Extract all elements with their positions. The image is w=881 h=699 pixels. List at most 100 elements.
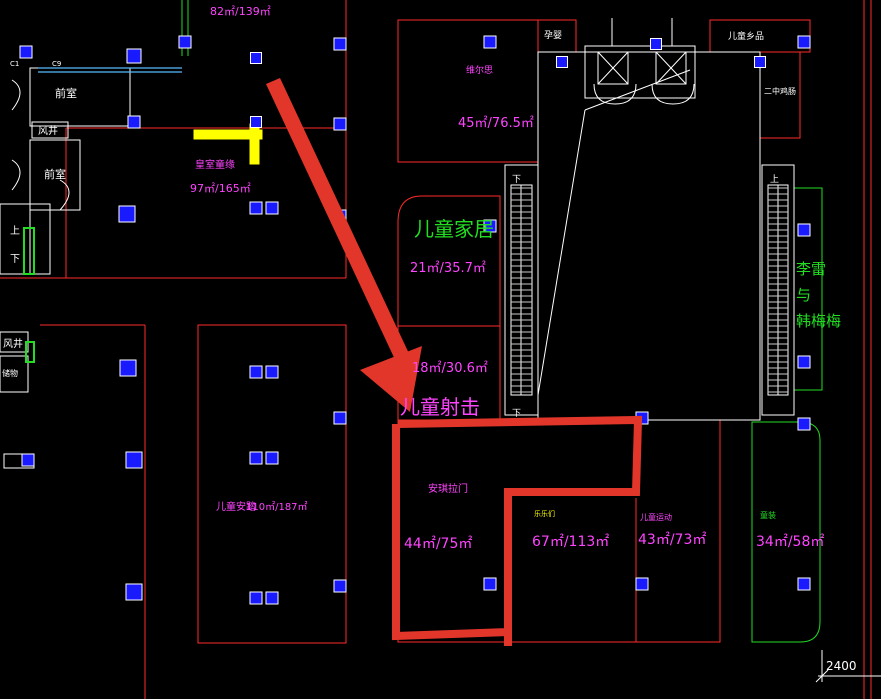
- stair-label: 上: [10, 225, 20, 237]
- atrium-diagonal: [537, 109, 586, 396]
- dimension-tick: [815, 669, 829, 683]
- room-name-huangshi: 皇室童缘: [195, 158, 235, 171]
- door-tag-a: C1: [10, 60, 19, 68]
- arrow-shaft: [266, 78, 412, 366]
- front-room-box-b: [29, 139, 81, 211]
- room-name-anta: 儿童安踏: [216, 500, 256, 513]
- equipment-marker: [249, 591, 263, 605]
- equipment-marker: [119, 359, 137, 377]
- green-fixture: [23, 227, 35, 275]
- equipment-markers: [19, 35, 811, 605]
- door-swing: [11, 159, 21, 191]
- shop-label-a: 儿童乡品: [728, 30, 764, 42]
- escalator-label-down-b: 下: [512, 409, 521, 419]
- small-room-label: 孕婴: [544, 30, 562, 41]
- arrow-head: [360, 346, 422, 412]
- equipment-marker: [333, 37, 347, 51]
- equipment-marker: [249, 201, 263, 215]
- lilei-label-3: 韩梅梅: [796, 312, 841, 330]
- wind-shaft-box-a: [31, 121, 69, 139]
- labels: 82㎡/139㎡ C1 C9 前室 风井 前室 上 下 风井 储物 皇室童缘 9…: [2, 5, 881, 683]
- door-swing: [59, 179, 70, 211]
- annotation-outline-path: [392, 415, 643, 641]
- room-area-anta: 110㎡/187㎡: [246, 501, 308, 513]
- room-area-tongzhuang: 34㎡/58㎡: [756, 534, 824, 550]
- elevator-glass-right: [651, 83, 695, 105]
- green-fixtures: [23, 227, 35, 363]
- room-name-weierxi: 维尔思: [466, 64, 493, 76]
- duct-segment: [249, 123, 260, 165]
- wind-shaft-label-a: 风井: [38, 124, 58, 137]
- door-swing: [11, 79, 21, 111]
- stair-box-inner: [29, 203, 51, 275]
- elevator-car-left: [597, 51, 629, 85]
- room-area-huangshi: 97㎡/165㎡: [190, 182, 251, 195]
- elevator-shaft: [584, 45, 696, 99]
- equipment-marker: [333, 117, 347, 131]
- equipment-marker: [556, 56, 568, 68]
- room-area-weierxi: 45㎡/76.5㎡: [458, 116, 534, 131]
- equipment-marker: [483, 35, 497, 49]
- lilei-label-2: 与: [796, 286, 811, 304]
- equipment-marker: [797, 35, 811, 49]
- equipment-marker: [797, 355, 811, 369]
- room-area-anqila: 44㎡/75㎡: [404, 536, 472, 552]
- escalator-label-down-a: 下: [512, 175, 521, 185]
- equipment-marker: [178, 35, 192, 49]
- equipment-marker: [650, 38, 662, 50]
- room-name-sport: 儿童运动: [640, 512, 672, 522]
- equipment-marker: [125, 583, 143, 601]
- escalator-label-up: 上: [770, 174, 779, 185]
- area-top: 82㎡/139㎡: [210, 5, 271, 18]
- equipment-marker: [19, 45, 33, 59]
- dimension-marker: [815, 650, 881, 683]
- elevator-car-cross: [597, 51, 629, 85]
- storage-box: [0, 355, 29, 393]
- elevator-car-cross: [655, 51, 687, 85]
- wind-shaft-label-b: 风井: [3, 337, 23, 350]
- room-name-anqila: 安琪拉门: [428, 482, 468, 495]
- escalator-steps: [511, 187, 788, 393]
- annotation-outline: [392, 415, 643, 646]
- window-lines: [38, 67, 182, 73]
- escalator-right: [761, 164, 795, 416]
- equipment-marker: [118, 205, 136, 223]
- equipment-marker: [127, 115, 141, 129]
- equipment-marker: [333, 411, 347, 425]
- atrium-diagonal: [584, 69, 691, 111]
- green-fixture: [25, 341, 35, 363]
- equipment-marker: [126, 48, 142, 64]
- duct-segment: [193, 129, 263, 140]
- stair-label-b: 下: [10, 254, 20, 265]
- equipment-marker: [125, 451, 143, 469]
- equipment-marker: [21, 453, 35, 467]
- room-area-sport: 43㎡/73㎡: [638, 532, 706, 548]
- equipment-marker: [265, 451, 279, 465]
- equipment-marker: [483, 219, 497, 233]
- equipment-marker: [265, 201, 279, 215]
- kids-home-label: 儿童家居: [414, 217, 494, 241]
- equipment-marker: [797, 417, 811, 431]
- storage-label: 储物: [2, 368, 18, 378]
- annotation-arrow: [266, 78, 422, 412]
- equipment-marker: [249, 451, 263, 465]
- equipment-marker: [249, 365, 263, 379]
- shooting-area: 18㎡/30.6㎡: [412, 361, 488, 376]
- room-area-lelemen: 67㎡/113㎡: [532, 534, 609, 550]
- equipment-marker: [265, 591, 279, 605]
- equipment-marker: [797, 577, 811, 591]
- equipment-marker: [635, 577, 649, 591]
- dimension-label: 2400: [826, 659, 857, 673]
- front-room-label-b: 前室: [44, 167, 66, 181]
- unit-outline-anta: [197, 324, 347, 644]
- escalator-left: [504, 164, 539, 416]
- equipment-marker: [797, 223, 811, 237]
- equipment-marker: [483, 577, 497, 591]
- equipment-marker: [265, 365, 279, 379]
- equipment-marker: [250, 116, 262, 128]
- shooting-label: 儿童射击: [400, 395, 480, 419]
- equipment-marker: [333, 579, 347, 593]
